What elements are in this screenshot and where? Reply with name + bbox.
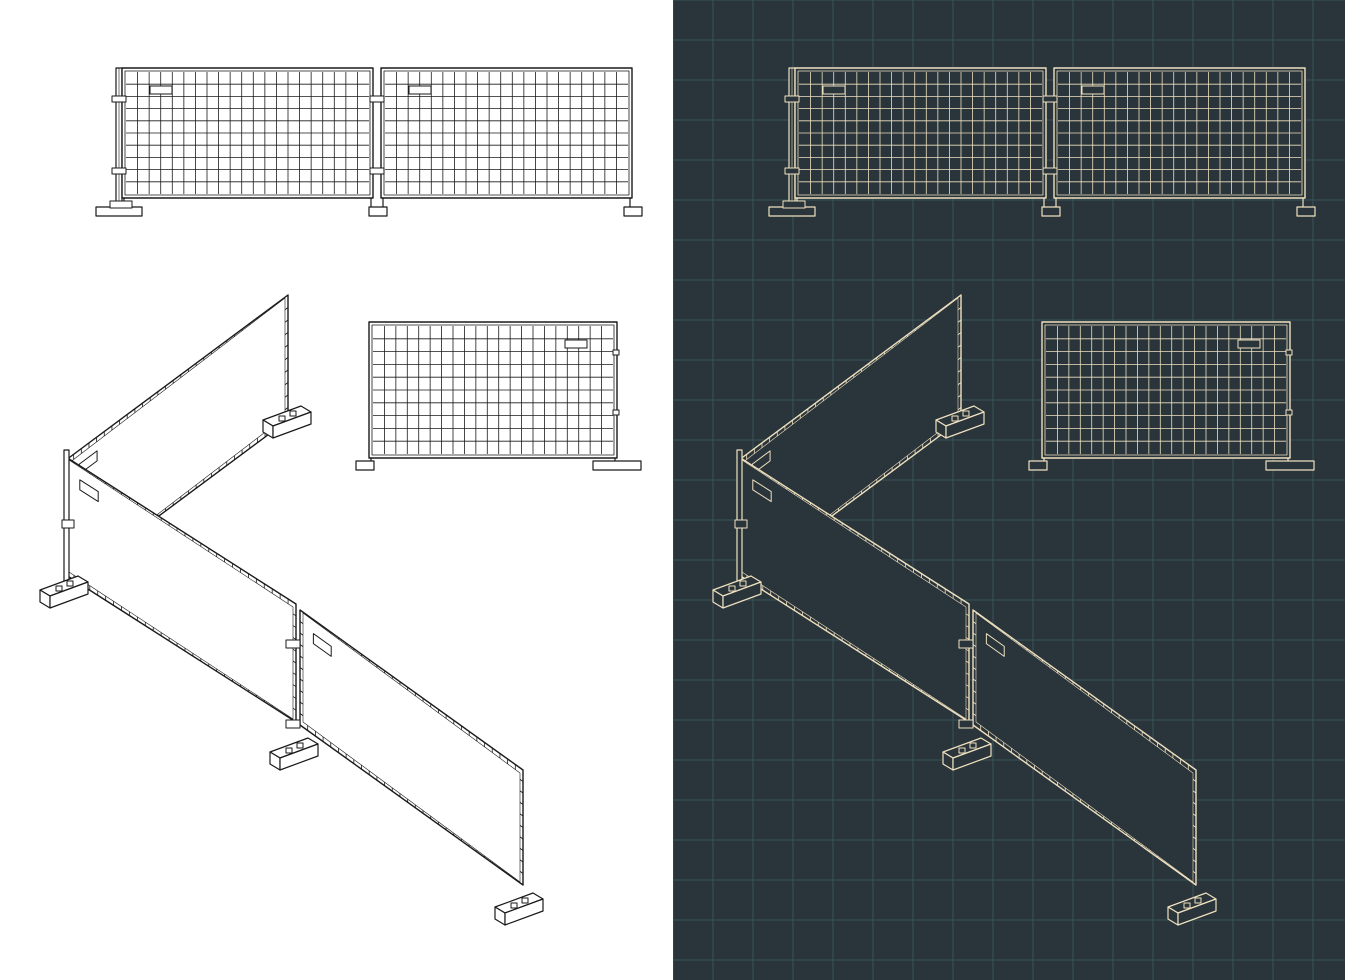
post — [63, 449, 70, 586]
concrete-base — [39, 575, 89, 609]
clamp — [1285, 409, 1293, 416]
base-block — [109, 200, 133, 209]
concrete-base — [262, 405, 312, 439]
concrete-base — [368, 206, 388, 217]
concrete-base — [1028, 460, 1048, 471]
front-elevation-single-panel — [355, 321, 642, 471]
front-elevation-two-panels — [95, 67, 643, 217]
wire-mesh — [1058, 72, 1301, 194]
concrete-base — [1265, 460, 1315, 471]
clamp — [612, 349, 620, 356]
concrete-base — [494, 892, 544, 926]
clamp — [285, 719, 301, 729]
concrete-base — [1041, 206, 1061, 217]
base-block — [782, 200, 806, 209]
fence-panel — [368, 321, 618, 470]
fence-panel — [794, 67, 1047, 210]
logo-plate — [408, 85, 432, 95]
fence-panel — [380, 67, 633, 210]
concrete-base — [269, 737, 319, 771]
clamp — [61, 519, 75, 529]
fence-drawings — [712, 67, 1316, 926]
fence-panel — [1053, 67, 1306, 210]
fence-panel — [121, 67, 374, 210]
concrete-base — [935, 405, 985, 439]
clamp — [1042, 167, 1058, 175]
clamp — [958, 639, 974, 649]
clamp — [958, 719, 974, 729]
logo-plate — [79, 479, 99, 503]
clamp — [784, 167, 800, 175]
logo-plate — [822, 85, 846, 95]
fence-panel — [1041, 321, 1291, 470]
concrete-base — [712, 575, 762, 609]
clamp — [1042, 95, 1058, 103]
post — [736, 449, 743, 586]
concrete-base — [1167, 892, 1217, 926]
concrete-base — [942, 737, 992, 771]
clamp — [285, 639, 301, 649]
logo-plate — [149, 85, 173, 95]
dark-drawing — [673, 0, 1345, 980]
clamp — [369, 95, 385, 103]
concrete-base — [1296, 206, 1316, 217]
logo-plate — [1237, 339, 1261, 349]
wire-mesh — [385, 72, 628, 194]
logo-plate — [1081, 85, 1105, 95]
clamp — [369, 167, 385, 175]
clamp — [1285, 349, 1293, 356]
clamp — [784, 95, 800, 103]
logo-plate — [985, 633, 1005, 657]
dark-blueprint-panel — [673, 0, 1345, 980]
fence-panel — [738, 456, 970, 723]
clamp — [111, 167, 127, 175]
concrete-base — [355, 460, 375, 471]
clamp — [111, 95, 127, 103]
light-blueprint-panel — [39, 67, 643, 926]
concrete-base — [623, 206, 643, 217]
isometric-corner-run — [39, 294, 544, 926]
logo-plate — [564, 339, 588, 349]
clamp — [612, 409, 620, 416]
light-drawing — [39, 67, 643, 926]
logo-plate — [752, 479, 772, 503]
concrete-base — [592, 460, 642, 471]
front-elevation-two-panels — [768, 67, 1316, 217]
fence-panel — [65, 456, 297, 723]
logo-plate — [312, 633, 332, 657]
front-elevation-single-panel — [1028, 321, 1315, 471]
fence-drawings — [39, 67, 643, 926]
wire-mesh — [799, 72, 1042, 194]
fence-panel — [972, 609, 1197, 886]
fence-panel — [299, 609, 524, 886]
clamp — [734, 519, 748, 529]
isometric-corner-run — [712, 294, 1217, 926]
wire-mesh — [1046, 326, 1286, 454]
